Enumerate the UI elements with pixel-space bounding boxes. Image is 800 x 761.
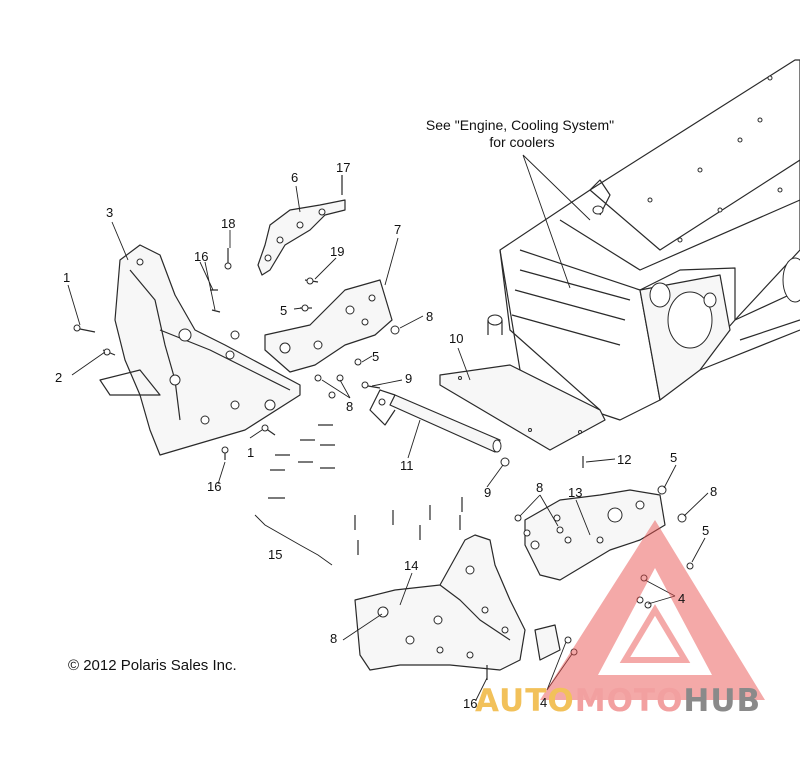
chassis-tunnel: [487, 59, 800, 421]
callout-4: 4: [540, 695, 547, 710]
callout-14: 14: [404, 558, 418, 573]
callout-8: 8: [536, 480, 543, 495]
callout-7: 7: [394, 222, 401, 237]
callout-11: 11: [400, 458, 414, 473]
callout-3: 3: [106, 205, 113, 220]
callout-8: 8: [710, 484, 717, 499]
watermark-moto: MOTO: [575, 683, 684, 719]
part-3-left-bulkhead: [99, 244, 301, 456]
callout-8: 8: [426, 309, 433, 324]
callout-labels: 1 1 2 3 4 4 5 5 5 5 6 7 8 8 8 8 8 9 9 10…: [55, 160, 717, 711]
engine-cooling-note-line1: See "Engine, Cooling System": [426, 117, 614, 133]
callout-10: 10: [449, 331, 463, 346]
callout-9: 9: [405, 371, 412, 386]
watermark-auto: AUTO: [475, 683, 575, 719]
part-6-bracket: [257, 199, 346, 276]
callout-16: 16: [463, 696, 477, 711]
callout-17: 17: [336, 160, 350, 175]
watermark-text: AUTOMOTOHUB: [475, 683, 761, 719]
callout-4: 4: [678, 591, 685, 606]
engine-cooling-note-line2: for coolers: [489, 134, 554, 150]
part-11-shaft: [369, 389, 502, 453]
part-10-plate: [439, 364, 606, 451]
callout-15: 15: [268, 547, 282, 562]
callout-8: 8: [330, 631, 337, 646]
callout-1: 1: [63, 270, 70, 285]
callout-9: 9: [484, 485, 491, 500]
callout-16: 16: [194, 249, 208, 264]
callout-18: 18: [221, 216, 235, 231]
callout-16: 16: [207, 479, 221, 494]
callout-5: 5: [670, 450, 677, 465]
callout-2: 2: [55, 370, 62, 385]
part-13-right-bracket: [524, 489, 666, 581]
callout-6: 6: [291, 170, 298, 185]
callout-8: 8: [346, 399, 353, 414]
watermark-logo: [540, 520, 765, 700]
watermark-hub: HUB: [683, 683, 761, 719]
callout-5: 5: [372, 349, 379, 364]
part-7-center-bracket: [264, 279, 393, 373]
copyright-notice: © 2012 Polaris Sales Inc.: [68, 657, 237, 674]
callout-5: 5: [280, 303, 287, 318]
callout-12: 12: [617, 452, 631, 467]
callout-19: 19: [330, 244, 344, 259]
callout-1: 1: [247, 445, 254, 460]
watermark-triangle: [540, 520, 765, 700]
leader-lines: [67, 154, 709, 701]
callout-13: 13: [568, 485, 582, 500]
part-14-lower-bulkhead: [354, 534, 561, 671]
callout-5: 5: [702, 523, 709, 538]
